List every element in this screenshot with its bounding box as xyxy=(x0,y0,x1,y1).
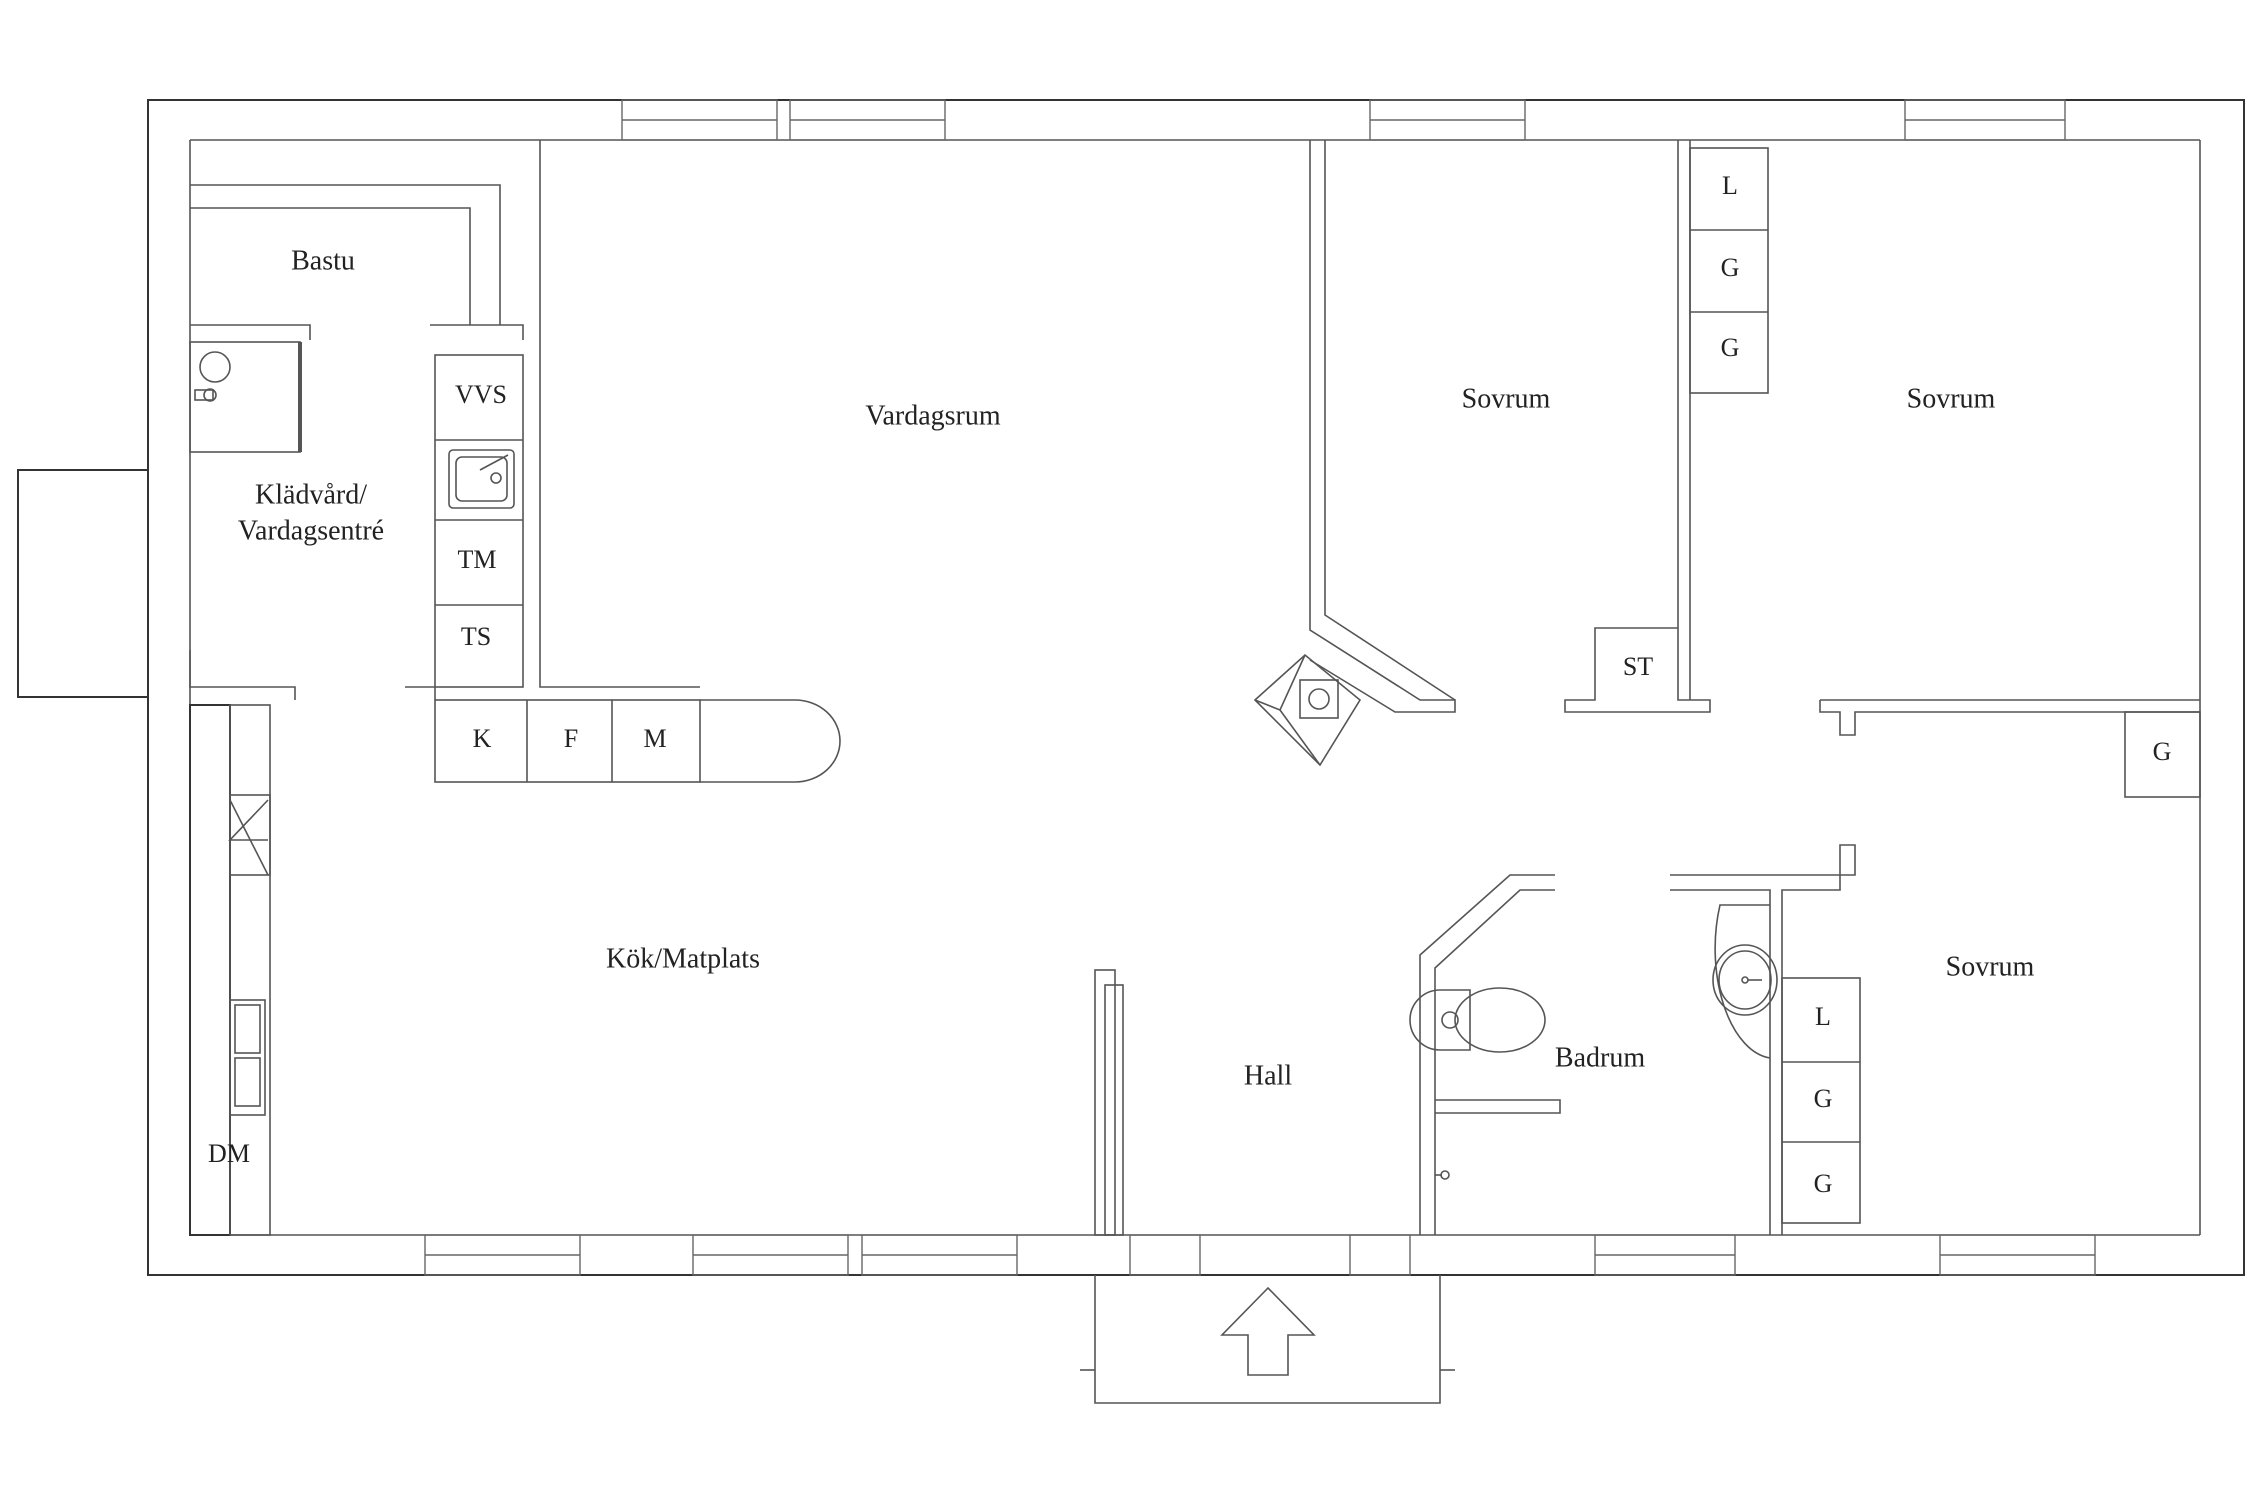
label-sovrum-3: Sovrum xyxy=(1946,951,2035,982)
window-bottom-1 xyxy=(424,1234,581,1276)
label-kladvard-line2: Vardagsentré xyxy=(238,515,384,546)
label-sovrum-2: Sovrum xyxy=(1907,383,1996,414)
wardrobe-stack-1 xyxy=(1689,147,1769,394)
window-bottom-4 xyxy=(1594,1234,1736,1276)
label-kok: Kök/Matplats xyxy=(606,943,760,974)
label-g-5: G xyxy=(1814,1169,1833,1198)
label-st: ST xyxy=(1623,652,1653,681)
window-top-4 xyxy=(1904,99,2066,141)
window-top-3 xyxy=(1369,99,1526,141)
window-bottom-5 xyxy=(1939,1234,2096,1276)
fireplace-icon xyxy=(1253,653,1362,767)
window-top-2 xyxy=(789,99,946,141)
badrum-door-hardware xyxy=(1435,1170,1450,1180)
label-dm: DM xyxy=(208,1139,250,1168)
label-sovrum-1: Sovrum xyxy=(1462,383,1551,414)
washbasin-icon xyxy=(1712,904,1778,1059)
label-k: K xyxy=(473,724,492,753)
label-g-3: G xyxy=(2153,737,2172,766)
label-badrum: Badrum xyxy=(1555,1042,1645,1073)
label-vardagsrum: Vardagsrum xyxy=(865,400,1001,431)
window-top-1 xyxy=(621,99,778,141)
label-f: F xyxy=(564,724,578,753)
sink-icon xyxy=(448,449,515,509)
label-g-4: G xyxy=(1814,1084,1833,1113)
window-bottom-2 xyxy=(692,1234,849,1276)
entrance-arrow-icon xyxy=(1220,1286,1316,1376)
kitchen-sink-icon xyxy=(234,1004,261,1107)
label-l-2: L xyxy=(1815,1002,1831,1031)
window-bottom-3 xyxy=(861,1234,1018,1276)
windows xyxy=(424,99,2096,1276)
toilet-icon xyxy=(1409,987,1546,1053)
label-bastu: Bastu xyxy=(291,245,355,276)
kitchen-bench-right xyxy=(434,699,841,783)
interior-walls xyxy=(189,140,2201,1236)
label-vvs: VVS xyxy=(455,380,507,409)
label-l-1: L xyxy=(1722,171,1738,200)
label-kladvard-line1: Klädvård/ xyxy=(255,479,367,510)
shower-icon xyxy=(189,341,302,453)
wardrobe-stack-2 xyxy=(1781,977,1861,1224)
label-tm: TM xyxy=(458,545,497,574)
label-g-2: G xyxy=(1721,333,1740,362)
entrance-porch xyxy=(1080,1275,1455,1404)
kitchen-bench-left xyxy=(189,704,271,1236)
bench-column-vvs xyxy=(434,354,524,688)
label-hall: Hall xyxy=(1244,1060,1292,1091)
label-ts: TS xyxy=(461,622,491,651)
label-g-1: G xyxy=(1721,253,1740,282)
dishwasher-icon xyxy=(228,799,269,876)
label-m: M xyxy=(643,724,666,753)
